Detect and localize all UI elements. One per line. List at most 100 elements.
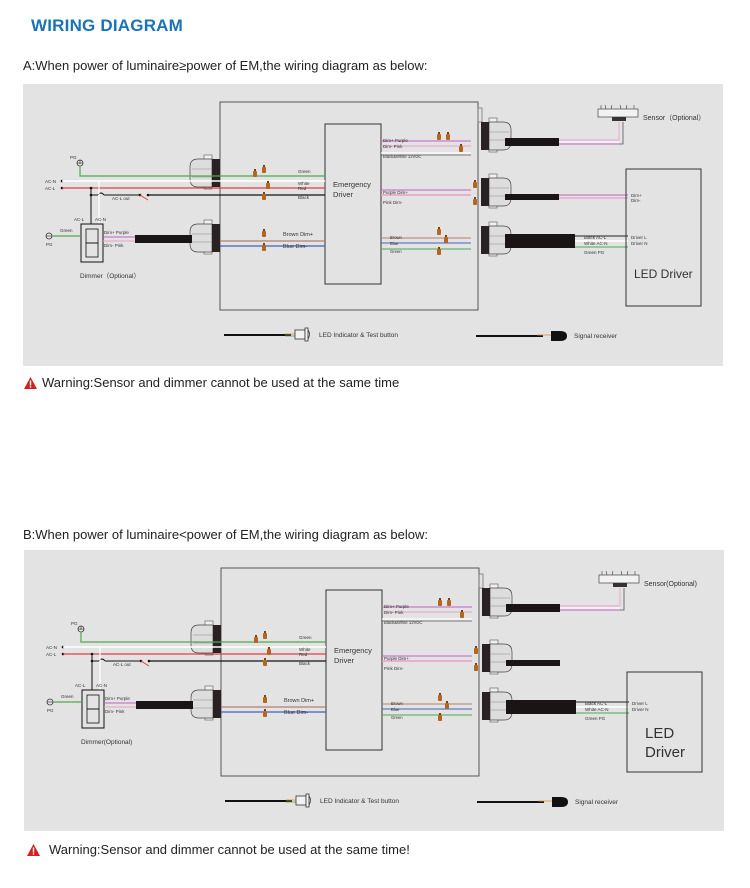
wire-label: Dim+ Purple <box>384 604 409 609</box>
wire-label: Green PG <box>585 716 606 721</box>
wire-connector-icon <box>253 169 257 177</box>
wire-label: Red <box>299 652 308 657</box>
sensor-label: Sensor（Optional） <box>643 114 705 122</box>
wire-label: Black <box>298 195 310 200</box>
em-enclosure <box>219 101 479 311</box>
wire-label: Blue <box>391 707 400 712</box>
wire-connector-icon <box>254 635 258 643</box>
page-title: WIRING DIAGRAM <box>31 16 184 35</box>
wire-label: Driver L <box>632 701 648 706</box>
wire-label: Red <box>298 186 307 191</box>
cable-gland-left-bottom <box>189 219 220 255</box>
signal-receiver-icon <box>551 331 567 341</box>
led-indicator-label: LED Indicator & Test button <box>320 798 399 805</box>
wire-label: Dim- Pink <box>383 144 403 149</box>
emergency-driver-label: Driver <box>334 656 355 665</box>
ac-l-out-wire <box>90 188 98 196</box>
enclosure-tab <box>478 573 484 589</box>
sensor-icon <box>597 104 639 121</box>
wire-label: Purple Dim+ <box>384 656 409 661</box>
ac-l-out-label: AC-L out <box>112 196 130 201</box>
ac-l-label: AC-L <box>46 652 57 657</box>
sensor-label: Sensor(Optional) <box>644 581 697 588</box>
green-label: Green <box>60 228 73 233</box>
caption-a: A:When power of luminaire≥power of EM,th… <box>23 58 428 73</box>
led-driver-label: LED Driver <box>634 267 693 281</box>
dimmer-ac-l-label: AC-L <box>75 683 86 688</box>
warning-triangle-icon <box>24 376 37 389</box>
dimmer-label: Dimmer（Optional） <box>80 272 140 280</box>
cable-sheath <box>136 701 193 709</box>
cable-gland-left-top <box>190 620 221 656</box>
led-driver-label: Driver <box>645 744 685 761</box>
wire-label: Dim+ Purple <box>383 138 408 143</box>
pg-label: PG <box>71 621 78 626</box>
wire-connector-icon <box>437 132 441 140</box>
signal-receiver-icon <box>552 797 568 807</box>
led-indicator-icon <box>295 793 311 808</box>
wire-connector-icon <box>474 646 478 654</box>
wire-label: Black AC-L <box>584 235 607 240</box>
wire-connector-icon <box>263 709 267 717</box>
wire-label: White <box>299 647 311 652</box>
cable-sheath <box>135 235 192 243</box>
pg-label: PG <box>70 155 77 160</box>
caption-b: B:When power of luminaire<power of EM,th… <box>23 527 428 542</box>
wire-label: Green <box>298 169 311 174</box>
wire-connector-icon <box>438 693 442 701</box>
dimmer-ac-n-label: AC-N <box>96 683 107 688</box>
ac-n-label: AC-N <box>46 645 57 650</box>
led-driver-box <box>625 168 702 307</box>
green-wire <box>79 166 325 177</box>
dim-purple-label: Dim+ Purple <box>104 230 129 235</box>
switch-wire <box>140 660 150 667</box>
ac-l-out-wire <box>91 654 99 662</box>
warning-triangle-icon <box>27 843 40 856</box>
wire-label: Black <box>299 661 311 666</box>
wire-label: Brown <box>390 235 403 240</box>
warning-b: Warning:Sensor and dimmer cannot be used… <box>27 842 410 857</box>
wire-connector-icon <box>267 647 271 655</box>
wire-connector-icon <box>263 695 267 703</box>
green-label: Green <box>61 694 74 699</box>
wire-connector-icon <box>437 227 441 235</box>
wire-label: Blue Dim- <box>283 244 307 250</box>
warning-text: Warning:Sensor and dimmer cannot be used… <box>42 375 400 390</box>
sensor-cable <box>506 604 560 612</box>
cable-gland-left-top <box>189 154 220 190</box>
wire-label: Driver N <box>631 241 648 246</box>
wire-label: White AC-N <box>585 707 609 712</box>
dim-pink-label: Dim- Pink <box>105 709 125 714</box>
dim-cable <box>506 660 560 666</box>
wire-label: Brown <box>391 701 404 706</box>
dimmer-ac-l-label: AC-L <box>74 217 85 222</box>
wire-connector-icon <box>446 132 450 140</box>
driver-cable <box>505 234 575 248</box>
led-indicator-label: LED Indicator & Test button <box>319 332 398 339</box>
wire-connector-icon <box>262 192 266 200</box>
wire-label: Green <box>299 635 312 640</box>
sensor-cable <box>505 138 559 146</box>
wire-connector-icon <box>263 631 267 639</box>
ac-l-out-label: AC-L out <box>113 662 131 667</box>
ac-l-label: AC-L <box>45 186 56 191</box>
cable-gland-left-bottom <box>190 685 221 721</box>
dimmer-icon <box>80 223 104 263</box>
wire-connector-icon <box>437 247 441 255</box>
warning-text: Warning:Sensor and dimmer cannot be used… <box>49 842 410 857</box>
cable-gland-right-mid <box>482 639 513 675</box>
wire-label: Blue Dim- <box>284 710 308 716</box>
wire-label: Blue <box>390 241 399 246</box>
cable-gland-right-top <box>482 583 513 619</box>
wire-label: Black AC-L <box>585 701 608 706</box>
emergency-driver-label: Emergency <box>334 646 372 655</box>
wire-label: Green <box>390 249 402 254</box>
wire-label: Brown Dim+ <box>283 232 313 238</box>
wire-label: Pink Dim- <box>383 200 403 205</box>
dim-cable <box>505 194 559 200</box>
emergency-driver-box <box>325 589 383 751</box>
dimmer-icon <box>81 689 105 729</box>
